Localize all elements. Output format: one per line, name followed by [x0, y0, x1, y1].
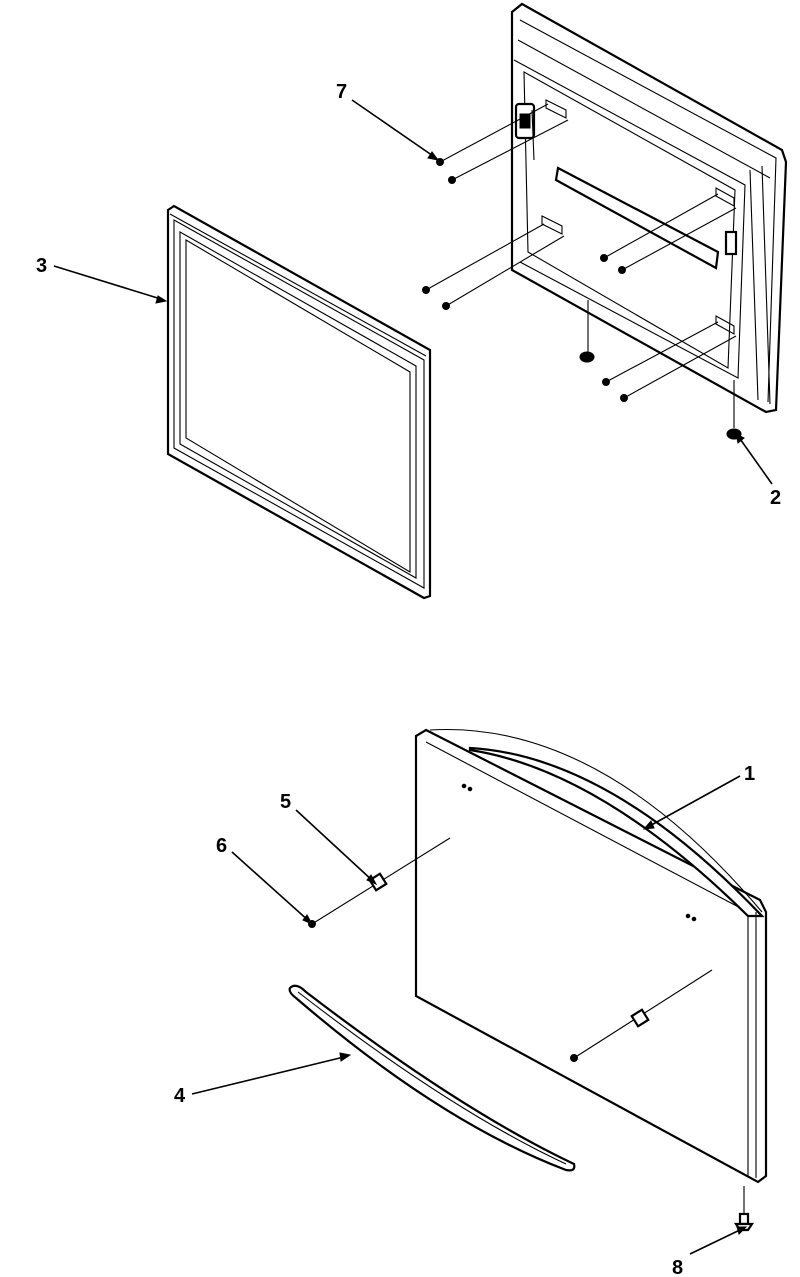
callout-4: 4	[174, 1085, 186, 1107]
callout-8: 8	[672, 1257, 683, 1277]
door-gasket	[166, 204, 432, 600]
hinge-bracket-right	[724, 230, 738, 256]
callout-6: 6	[216, 835, 227, 857]
callout-labels: 7 3 2 1 5 6 4 8	[36, 81, 781, 1277]
callout-2: 2	[770, 487, 781, 509]
bottom-screw	[733, 1186, 755, 1232]
handle-fasteners	[308, 837, 713, 1062]
callout-5: 5	[280, 791, 291, 813]
bumpers	[579, 300, 742, 440]
leader-lines	[53, 99, 773, 1255]
callout-1: 1	[744, 763, 755, 785]
callout-7: 7	[336, 81, 347, 103]
callout-3: 3	[36, 255, 47, 277]
handle	[288, 984, 576, 1172]
door-liner	[510, 2, 788, 414]
drawer-front-panel	[414, 728, 768, 1184]
